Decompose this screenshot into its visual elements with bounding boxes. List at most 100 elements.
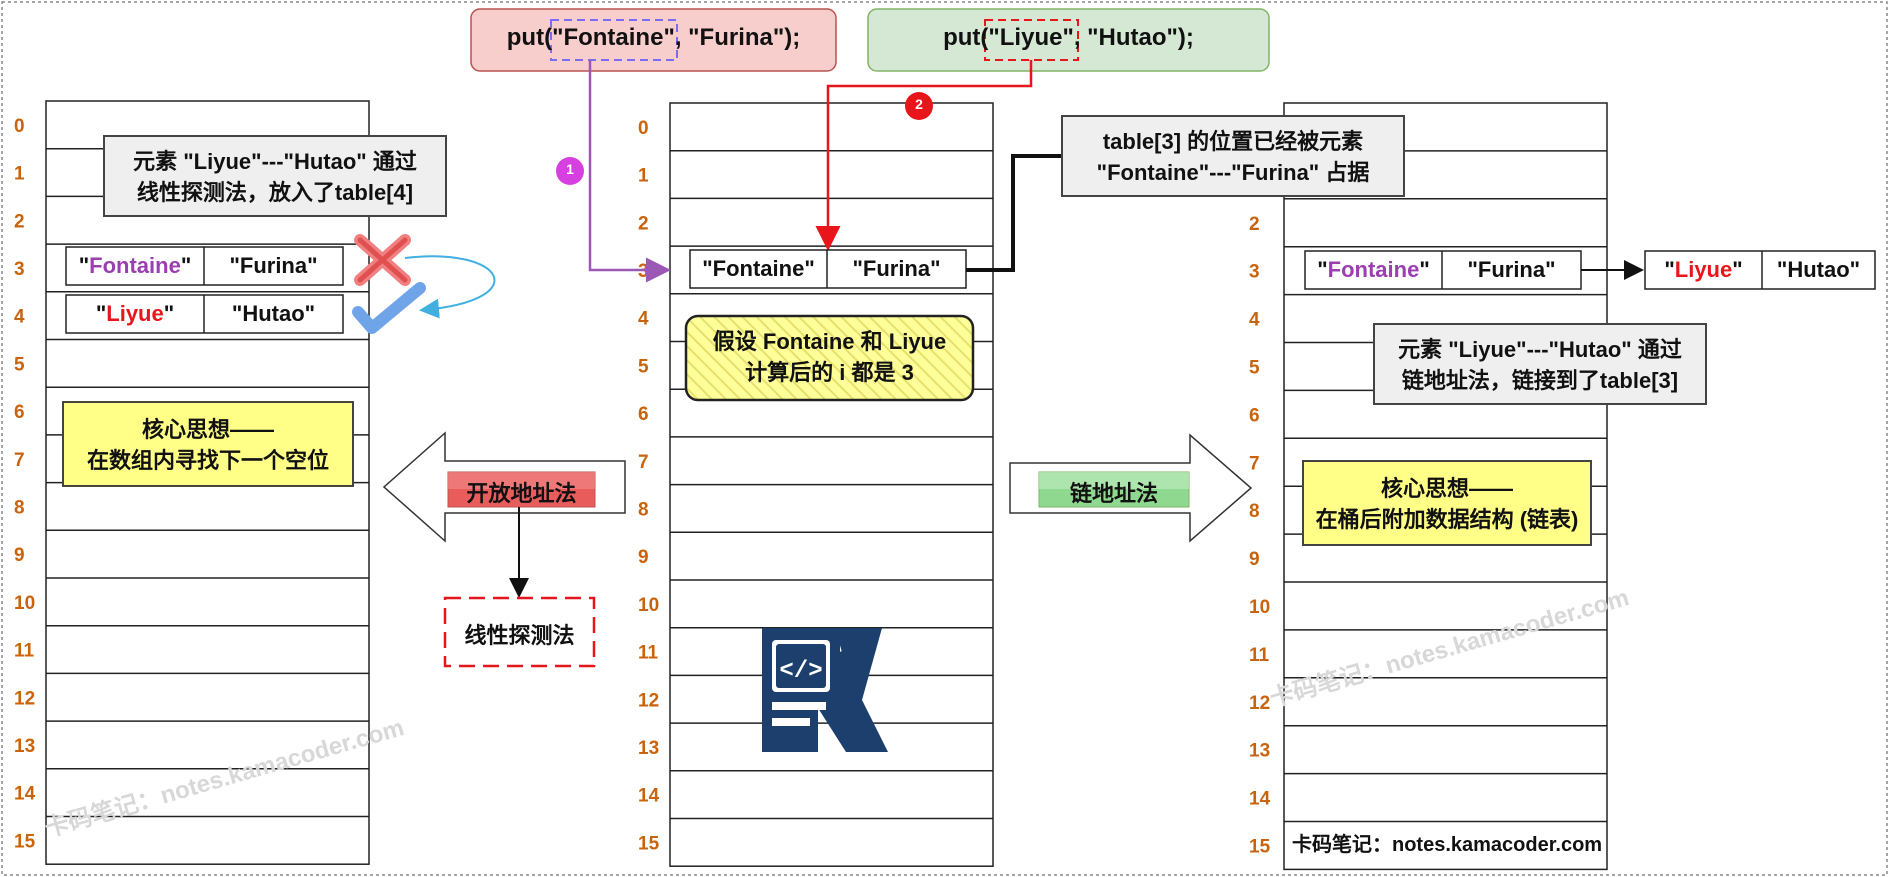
- right-index-label: 11: [1249, 645, 1270, 666]
- left-index-label: 6: [14, 402, 25, 423]
- left-entry-fontaine-value: "Furina": [229, 253, 318, 278]
- footer-credit: 卡码笔记：notes.kamacoder.com: [1292, 834, 1603, 856]
- liyue-name: Liyue: [106, 301, 164, 326]
- left-index-label: 12: [14, 688, 35, 709]
- right-index-label: 12: [1249, 693, 1270, 714]
- assumption-line-2: 计算后的 i 都是 3: [745, 360, 914, 385]
- right-index-label: 10: [1249, 597, 1270, 618]
- put-fontaine-box: [470, 8, 837, 72]
- liyue-key-highlight: [984, 19, 1079, 61]
- right-index-label: 2: [1249, 214, 1260, 235]
- kamacoder-logo: </>: [762, 628, 888, 752]
- put-fontaine-suffix: , "Furina");: [674, 24, 801, 51]
- middle-index-label: 3: [638, 261, 649, 282]
- step1-badge: [556, 157, 584, 185]
- svg-text:</>: </>: [779, 658, 822, 685]
- middle-index-label: 13: [638, 738, 659, 759]
- chaining-label[interactable]: 链地址法: [1069, 481, 1158, 506]
- fontaine-key-highlight: [550, 19, 678, 61]
- right-core-idea-line-1: 核心思想——: [1380, 476, 1513, 501]
- right-index-label: 6: [1249, 405, 1260, 426]
- left-core-idea: 核心思想—— 在数组内寻找下一个空位: [62, 401, 354, 487]
- check-icon: [352, 282, 426, 334]
- left-index-label: 8: [14, 497, 25, 518]
- left-entry-liyue-key: "Liyue": [66, 301, 204, 327]
- step2-number: 2: [915, 96, 923, 112]
- quote: ": [180, 253, 192, 278]
- middle-index-label: 0: [638, 118, 649, 139]
- right-chain-note-line-1: 元素 "Liyue"---"Hutao" 通过: [1398, 337, 1682, 362]
- quote: ": [163, 301, 175, 326]
- put-fontaine-call: put("Fontaine", "Furina");: [471, 24, 836, 52]
- occupied-note-line-2: "Fontaine"---"Furina" 占据: [1096, 160, 1370, 185]
- left-index-label: 4: [14, 307, 25, 328]
- fontaine-name: Fontaine: [1327, 257, 1420, 282]
- step1-number: 1: [566, 161, 574, 177]
- left-probe-note-line-1: 元素 "Liyue"---"Hutao" 通过: [133, 149, 417, 174]
- right-index-label: 14: [1249, 789, 1271, 810]
- quote: ": [1664, 257, 1675, 282]
- quote: ": [1732, 257, 1743, 282]
- chained-entry-liyue-value: "Hutao": [1776, 257, 1861, 282]
- right-index-label: 13: [1249, 741, 1270, 762]
- left-index-label: 13: [14, 736, 35, 757]
- middle-index-label: 2: [638, 213, 649, 234]
- right-index-label: 9: [1249, 549, 1260, 570]
- left-entry-fontaine-key: "Fontaine": [66, 253, 204, 279]
- assumption-text: 假设 Fontaine 和 Liyue 计算后的 i 都是 3: [686, 326, 973, 388]
- cross-icon: [354, 234, 411, 286]
- left-index-label: 1: [14, 164, 25, 185]
- middle-index-label: 8: [638, 499, 649, 520]
- left-index-label: 7: [14, 450, 25, 471]
- fontaine-name: Fontaine: [89, 253, 181, 278]
- middle-index-label: 7: [638, 452, 649, 473]
- middle-index-label: 11: [638, 643, 659, 664]
- left-probe-note-line-2: 线性探测法，放入了table[4]: [136, 180, 414, 205]
- put-fontaine-prefix: put(: [506, 24, 553, 51]
- put-liyue-box: [867, 8, 1270, 72]
- middle-entry-key: "Fontaine": [702, 256, 815, 281]
- left-index-label: 3: [14, 259, 25, 280]
- occupied-note-line-1: table[3] 的位置已经被元素: [1102, 129, 1364, 154]
- left-index-label: 2: [14, 211, 25, 232]
- middle-index-label: 9: [638, 547, 649, 568]
- linear-probing-label: 线性探测法: [464, 623, 575, 648]
- right-index-label: 7: [1249, 453, 1260, 474]
- middle-index-label: 4: [638, 309, 649, 330]
- step2-badge: [905, 92, 933, 120]
- left-probe-note: 元素 "Liyue"---"Hutao" 通过 线性探测法，放入了table[4…: [103, 135, 447, 217]
- right-index-label: 4: [1249, 310, 1260, 331]
- right-entry-fontaine-value: "Furina": [1467, 257, 1556, 282]
- right-index-label: 8: [1249, 501, 1260, 522]
- linear-probing-box: [443, 596, 596, 668]
- middle-entry-value: "Furina": [852, 256, 941, 281]
- right-chain-note: 元素 "Liyue"---"Hutao" 通过 链地址法，链接到了table[3…: [1373, 323, 1707, 405]
- put-liyue-prefix: put(: [943, 24, 989, 51]
- chained-entry-liyue-key: "Liyue": [1645, 257, 1762, 283]
- right-index-label: 15: [1249, 836, 1271, 857]
- middle-index-label: 14: [638, 786, 660, 807]
- left-index-label: 14: [14, 784, 36, 805]
- probe-arrow: [404, 255, 496, 319]
- left-index-label: 10: [14, 593, 35, 614]
- put-fontaine-key: "Fontaine": [552, 24, 675, 51]
- right-index-label: 3: [1249, 262, 1260, 283]
- assumption-box: [684, 314, 975, 402]
- middle-index-label: 10: [638, 595, 659, 616]
- right-chain-note-line-2: 链地址法，链接到了table[3]: [1401, 368, 1679, 393]
- left-index-label: 0: [14, 116, 25, 137]
- open-addressing-label[interactable]: 开放地址法: [466, 481, 577, 506]
- put-liyue-key: "Liyue": [988, 24, 1074, 51]
- left-index-label: 5: [14, 354, 25, 375]
- liyue-name: Liyue: [1674, 257, 1733, 282]
- left-index-label: 15: [14, 831, 36, 852]
- middle-index-label: 15: [638, 833, 660, 854]
- quote: ": [1317, 257, 1328, 282]
- index-labels: 0123456789101112131415012345678910111213…: [14, 116, 1271, 858]
- assumption-line-1: 假设 Fontaine 和 Liyue: [712, 329, 947, 354]
- left-core-idea-line-1: 核心思想——: [141, 417, 274, 442]
- quote: ": [78, 253, 90, 278]
- middle-index-label: 12: [638, 690, 659, 711]
- quote: ": [95, 301, 107, 326]
